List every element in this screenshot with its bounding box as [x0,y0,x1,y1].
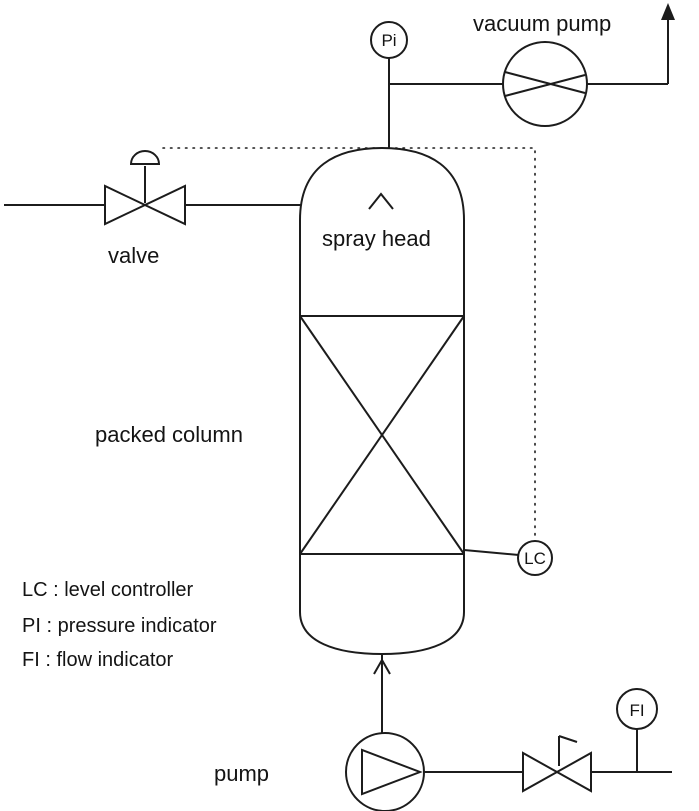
spray-head-symbol [368,192,394,210]
bottom-valve-right-triangle [554,751,592,793]
vacuum-pump-blade-1 [504,71,586,94]
vacuum-pump-label: vacuum pump [473,11,611,36]
vacuum-pump-symbol [502,41,588,127]
vacuum-pump-blade-2 [504,74,586,97]
pump-label: pump [214,761,269,786]
feed-valve-actuator [129,150,161,165]
valve-label: valve [108,243,159,268]
spray-head-label: spray head [322,226,431,251]
bottom-valve-handle [558,735,578,743]
vent-arrow-icon [661,3,675,20]
feed-valve-left-triangle [104,184,148,226]
legend-pi: PI : pressure indicator [22,615,217,637]
bottom-valve-left-triangle [522,751,560,793]
lc-tap-line [463,549,520,556]
packed-column-vessel [299,146,465,656]
pump-impeller-triangle [361,748,423,796]
legend-fi: FI : flow indicator [22,649,174,671]
pressure-indicator-tag: Pi [381,31,396,50]
level-controller-tag: LC [524,549,546,568]
flow-indicator-tag: FI [629,701,644,720]
packed-column-label: packed column [95,422,243,447]
packing-diagonal-2 [299,315,465,555]
level-controller-bubble [517,540,553,576]
legend-lc: LC : level controller [22,579,194,601]
flow-indicator-bubble [616,688,658,730]
upflow-arrow-icon [373,657,391,675]
pressure-indicator-bubble [370,21,408,59]
feed-valve-right-triangle [142,184,186,226]
